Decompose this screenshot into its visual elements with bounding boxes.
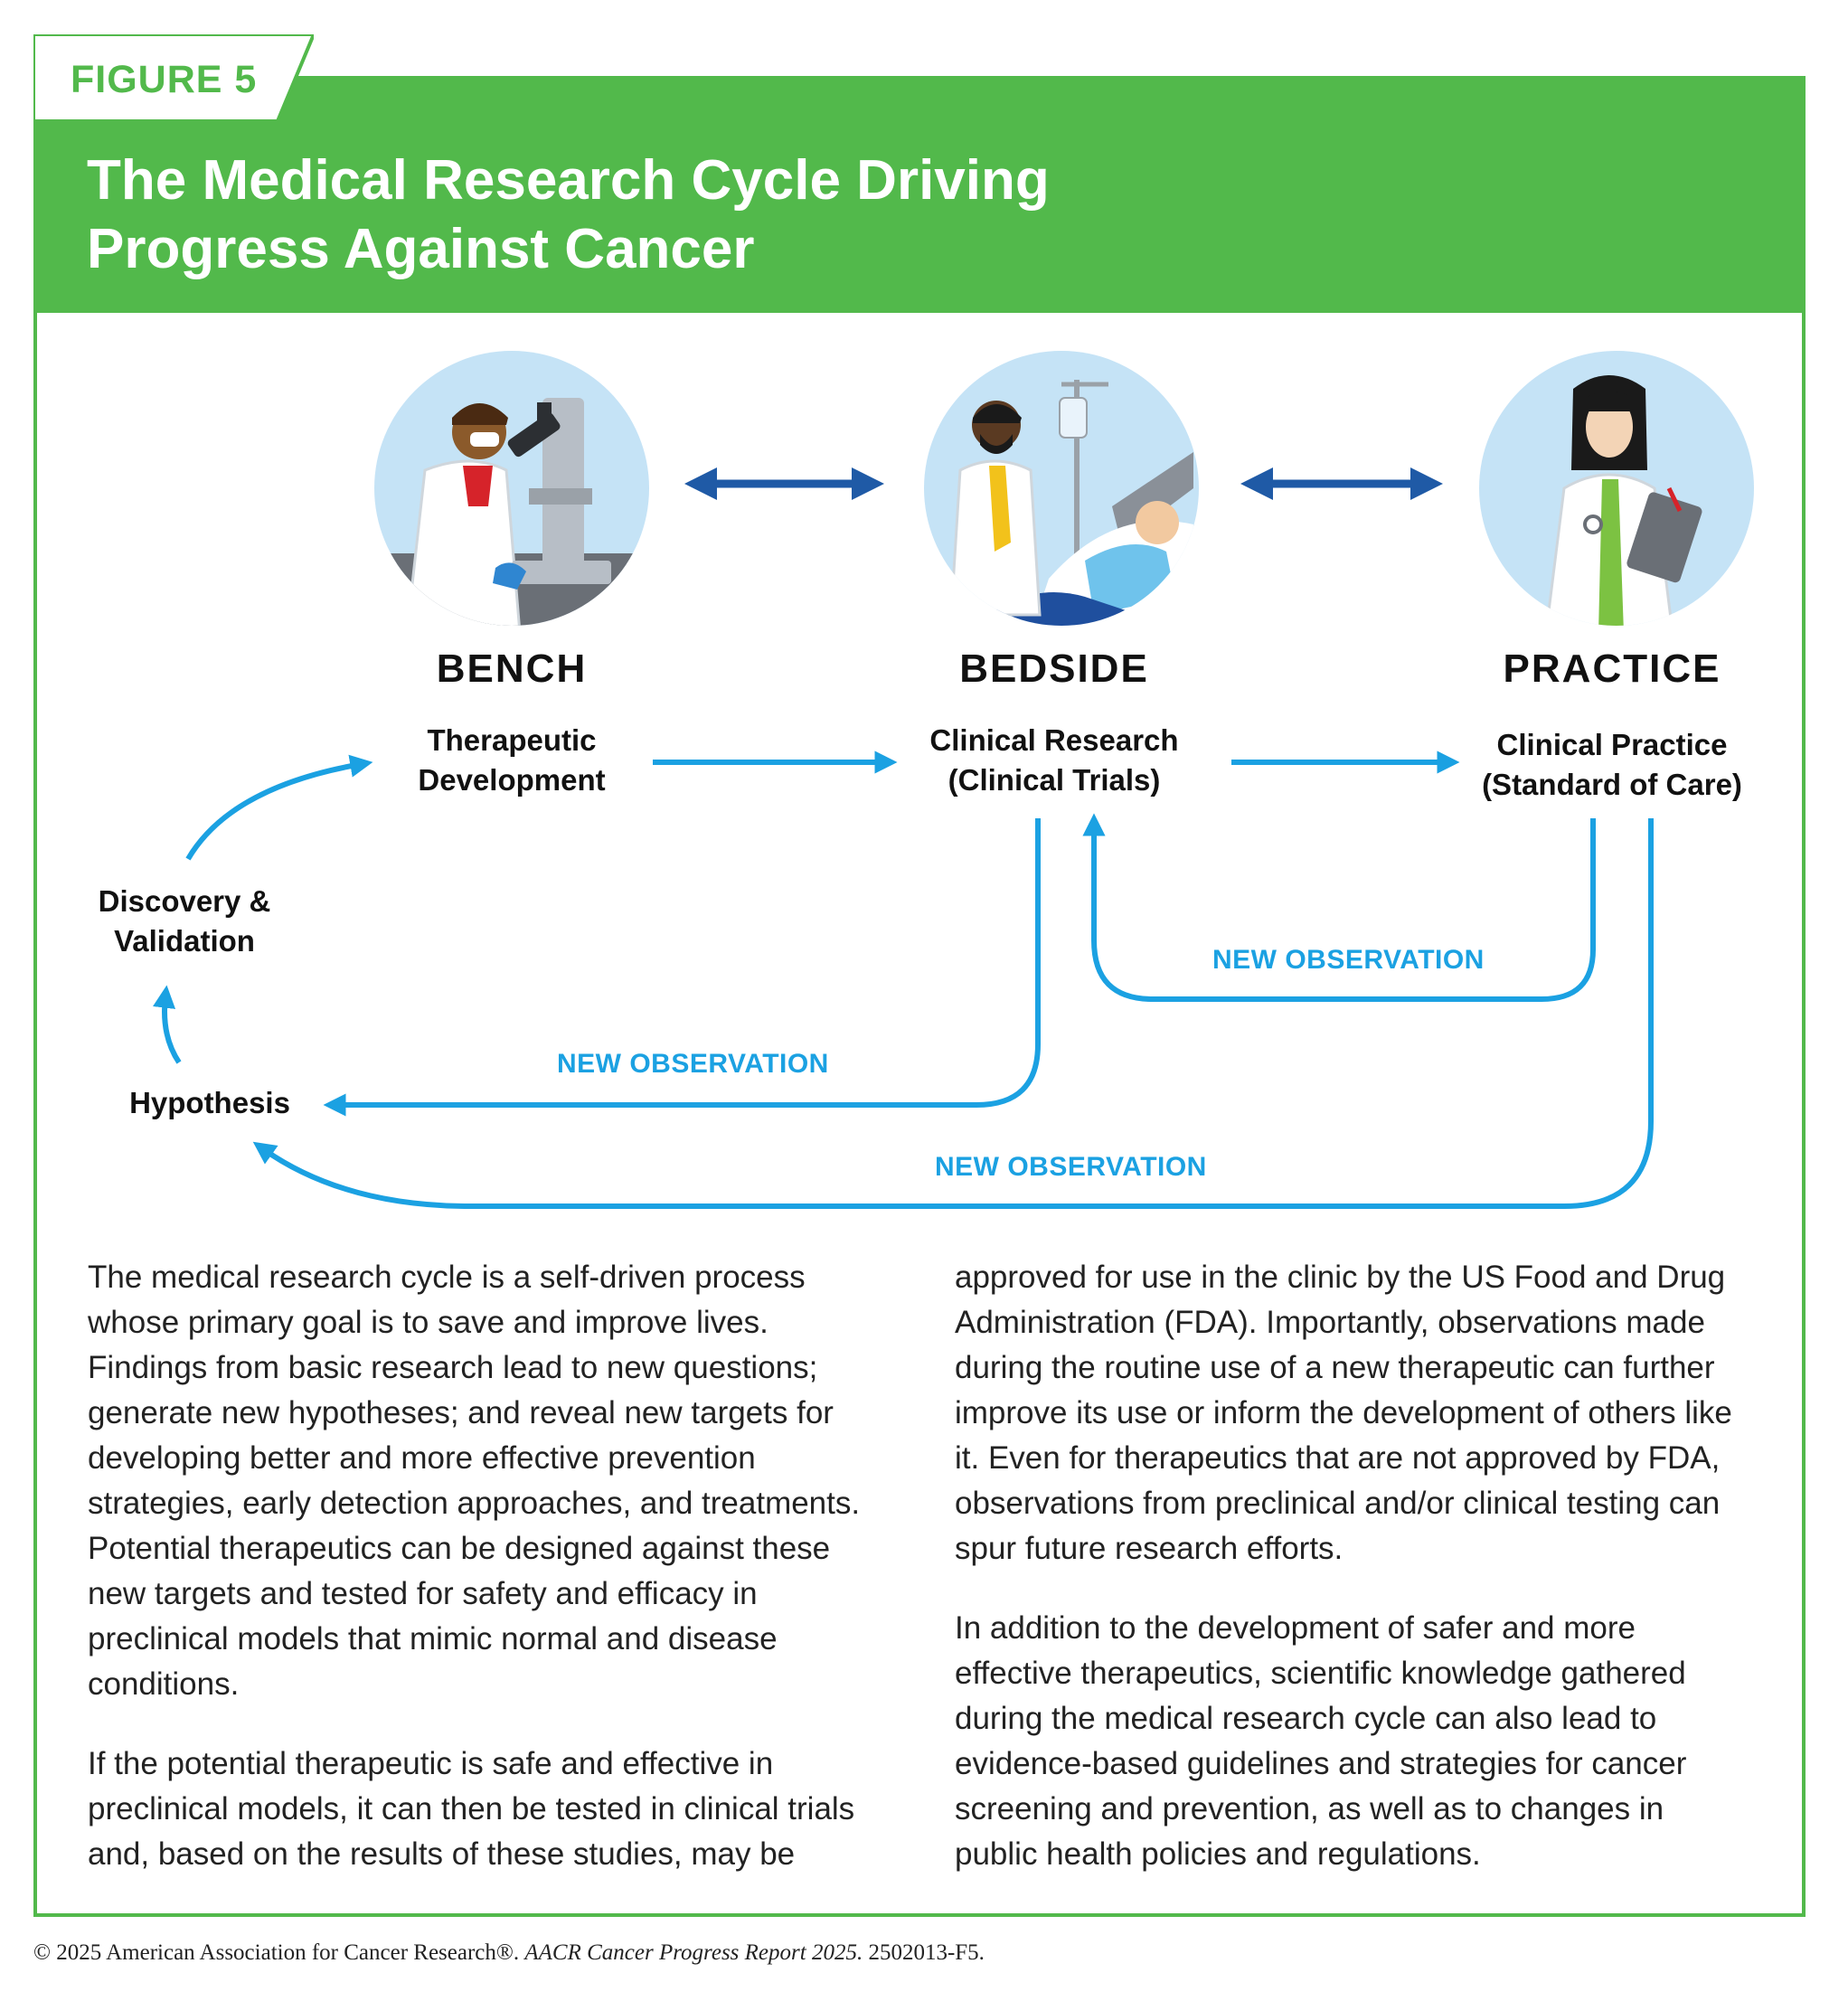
title-line-1: The Medical Research Cycle Driving [87,149,1050,212]
footer-copyright: © 2025 American Association for Cancer R… [33,1940,520,1965]
hypothesis-label: Hypothesis [129,1086,290,1119]
body-paragraph: The medical research cycle is a self-dri… [88,1260,861,1702]
node-sub-bedside: Clinical Research (Clinical Trials) [873,721,1235,800]
new-observation-label-bedside: NEW OBSERVATION [557,1049,829,1079]
figure-label: FIGURE 5 [71,58,258,101]
node-sub-practice-line1: Clinical Practice [1496,728,1728,761]
footer-report-title: AACR Cancer Progress Report 2025. [524,1940,863,1965]
new-observation-label-practice-bedside: NEW OBSERVATION [1212,945,1485,975]
discovery-validation-label: Discovery & Validation [94,882,275,961]
node-sub-practice-line2: (Standard of Care) [1482,768,1742,801]
doctor-clipboard-icon [1479,351,1754,626]
practice-to-bedside-arrow [1082,813,1596,1002]
page-title: The Medical Research Cycle Driving Progr… [87,146,1353,284]
hypothesis-to-discovery-arrow [153,985,182,1064]
scientist-microscope-icon [374,351,649,626]
figure-tab [33,34,314,121]
node-sub-bench: Therapeutic Development [331,721,693,800]
bedside-to-hypothesis-arrow [323,818,1041,1117]
body-paragraph: approved for use in the clinic by the US… [955,1260,1732,1566]
node-sub-practice: Clinical Practice (Standard of Care) [1431,725,1793,805]
doctor-patient-bed-icon [924,351,1199,626]
discovery-to-bench-arrow [185,754,373,861]
body-text-right-column: approved for use in the clinic by the US… [955,1255,1750,1911]
body-paragraph: If the potential therapeutic is safe and… [88,1746,855,1872]
practice-to-hypothesis-arrow [252,818,1654,1209]
node-sub-bedside-line1: Clinical Research [929,723,1179,757]
node-title-practice: PRACTICE [1503,647,1721,691]
new-observation-label-practice-hypothesis: NEW OBSERVATION [935,1152,1207,1182]
discovery-line1: Discovery & [98,884,271,918]
node-title-bench: BENCH [436,647,588,691]
body-text-left-column: The medical research cycle is a self-dri… [88,1255,883,1911]
node-sub-bench-line2: Development [418,763,606,797]
title-line-2: Progress Against Cancer [87,218,755,280]
footer-code: 2502013-F5. [868,1940,985,1965]
node-title-bedside: BEDSIDE [959,647,1149,691]
footer-citation: © 2025 American Association for Cancer R… [33,1940,985,1966]
body-paragraph: In addition to the development of safer … [955,1610,1687,1872]
discovery-line2: Validation [114,924,255,958]
node-sub-bedside-line2: (Clinical Trials) [948,763,1161,797]
header-band [33,76,1806,313]
node-sub-bench-line1: Therapeutic [427,723,597,757]
